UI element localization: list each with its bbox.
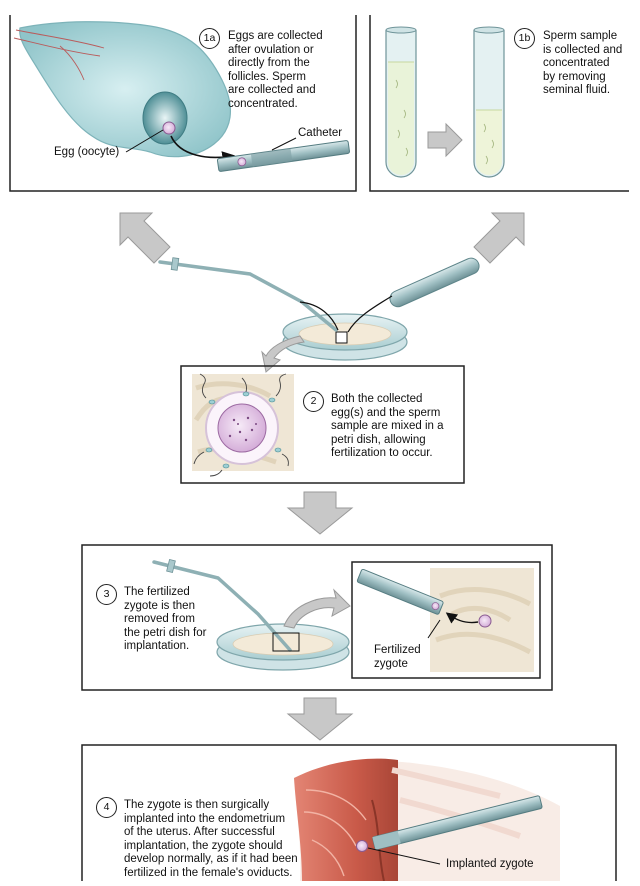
panel-3-inset-frame <box>351 561 541 679</box>
zygote-leader-line <box>427 619 441 639</box>
big-arrow-left <box>119 212 171 264</box>
panel-2-fertilization <box>180 365 465 484</box>
zoom-box <box>272 632 300 652</box>
zoom-arrow-to-inset <box>283 588 351 629</box>
implanted-zygote <box>356 840 368 852</box>
text-line: Fertilized <box>374 644 421 656</box>
panel-4-frame <box>81 744 617 881</box>
text-line: develop normally, as if it had been <box>124 853 298 865</box>
step-2-text: Both the collected egg(s) and the sperm … <box>331 393 444 461</box>
text-line: Both the collected <box>331 393 423 405</box>
step-4-text: The zygote is then surgically implanted … <box>124 799 298 880</box>
concentrate-arrow <box>427 122 463 158</box>
panel-1a-frame <box>9 15 357 192</box>
text-line: zygote is then <box>124 599 195 612</box>
implanted-leader-line <box>367 847 441 865</box>
text-line: zygote <box>374 657 408 670</box>
step-1b-text: Sperm sample is collected and concentrat… <box>543 30 622 98</box>
text-line: after ovulation or <box>228 43 314 56</box>
test-tube-raw <box>385 26 417 178</box>
petri-dish-mixing <box>282 313 408 361</box>
implanted-zygote-label: Implanted zygote <box>446 858 534 870</box>
panel-2-frame <box>180 365 465 484</box>
panel-3-frame <box>81 544 553 691</box>
uterus-wall <box>294 758 398 881</box>
text-line: is collected and <box>543 43 623 56</box>
petri-dish-removal <box>216 623 350 671</box>
step-1a-badge: 1a <box>199 28 220 49</box>
text-line: the petri dish for <box>124 626 207 639</box>
egg-oocyte <box>162 121 176 135</box>
text-line: sample are mixed in a <box>331 420 444 432</box>
text-line: seminal fluid. <box>543 84 611 96</box>
text-line: are collected and <box>228 84 316 96</box>
inset-pipette <box>356 568 444 615</box>
step-1b-badge: 1b <box>514 28 535 49</box>
text-line: egg(s) and the sperm <box>331 406 441 419</box>
pipette-removal <box>152 558 292 652</box>
step-1a-text: Eggs are collected after ovulation or di… <box>228 30 323 111</box>
text-line: removed from <box>124 613 195 625</box>
step-2-badge: 2 <box>303 391 324 412</box>
text-line: implanted into the endometrium <box>124 812 286 825</box>
text-line: by removing <box>543 70 606 83</box>
sperm-tube-right <box>347 257 480 333</box>
test-tube-concentrated <box>473 26 505 178</box>
step-3-badge: 3 <box>96 584 117 605</box>
panel-1a-egg-collection <box>9 15 357 192</box>
panel-1b-sperm-collection <box>369 15 629 192</box>
step-3-text: The fertilized zygote is then removed fr… <box>124 586 206 654</box>
panel-3-zygote-removal <box>81 544 553 691</box>
zygote-label: Fertilized zygote <box>374 644 421 671</box>
pipette-left <box>158 257 339 332</box>
implant-catheter <box>372 795 543 850</box>
text-line: directly from the <box>228 57 310 69</box>
text-line: concentrated. <box>228 97 298 110</box>
blood-vessels <box>13 29 105 81</box>
sperm-heads <box>205 391 282 469</box>
text-line: implantation, the zygote should <box>124 839 283 852</box>
cell-granules <box>228 416 257 442</box>
text-line: petri dish, allowing <box>331 433 426 446</box>
text-line: follicles. Sperm <box>228 70 306 83</box>
panel-4-implantation <box>81 744 617 882</box>
egg-leader-line <box>125 129 164 153</box>
catheter <box>216 140 350 172</box>
follicle <box>142 91 188 145</box>
text-line: fertilization to occur. <box>331 447 433 459</box>
text-line: fertilized in the female's oviducts. <box>124 866 293 879</box>
sperm-cells <box>193 373 289 477</box>
fertilized-zygote <box>478 614 492 628</box>
zygote-uptake-arrow <box>445 612 479 624</box>
text-line: The zygote is then surgically <box>124 799 270 811</box>
text-line: implantation. <box>124 640 190 652</box>
panel-1b-frame <box>369 15 629 192</box>
text-line: Sperm sample <box>543 30 618 42</box>
down-arrow-2 <box>286 697 354 741</box>
catheter-label: Catheter <box>298 127 343 139</box>
fertilized-egg-cell <box>217 403 267 453</box>
text-line: concentrated <box>543 57 610 69</box>
step-4-badge: 4 <box>96 797 117 818</box>
egg-label: Egg (oocyte) <box>54 146 120 158</box>
egg-transfer-arrow <box>170 135 236 164</box>
down-arrow-1 <box>286 491 354 535</box>
text-line: of the uterus. After successful <box>124 826 275 838</box>
catheter-leader-line <box>271 137 297 151</box>
text-line: The fertilized <box>124 586 190 598</box>
big-arrow-right <box>473 212 525 264</box>
text-line: Eggs are collected <box>228 30 323 42</box>
